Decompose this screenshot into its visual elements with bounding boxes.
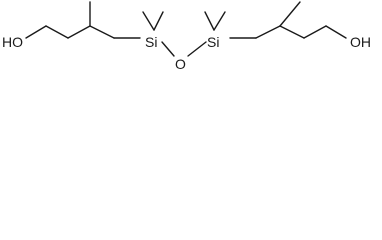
bond-si-methyl-a-right — [204, 11, 215, 31]
bond-si-methyl-a-left — [142, 11, 155, 31]
bond-c1-c2-left — [45, 25, 69, 39]
bond-c2-c1-right — [303, 25, 327, 39]
bond-ch2-c3-right — [255, 25, 281, 39]
bond-c1-o-right — [325, 25, 347, 39]
bond-c2-methyl-left — [67, 25, 91, 39]
bond-c3-c2-right — [279, 25, 305, 39]
atom-label-oh-right: OH — [350, 34, 371, 50]
bond-si-methyl-b-right — [213, 11, 226, 31]
bond-c3-ch2-left — [89, 25, 115, 39]
molecule-diagram: HO Si O Si OH — [2, 1, 371, 72]
atom-label-o-bridge: O — [175, 56, 186, 72]
bond-si-methyl-b-left — [153, 11, 164, 31]
atom-label-si-left: Si — [145, 34, 157, 50]
atom-label-si-right: Si — [207, 34, 219, 50]
bond-o-si-right — [187, 41, 207, 57]
bond-c3-methyl-right — [279, 1, 301, 27]
bond-o-c1-left — [25, 25, 47, 39]
atom-label-ho-left: HO — [2, 34, 23, 50]
bond-si-o-left — [161, 41, 175, 57]
